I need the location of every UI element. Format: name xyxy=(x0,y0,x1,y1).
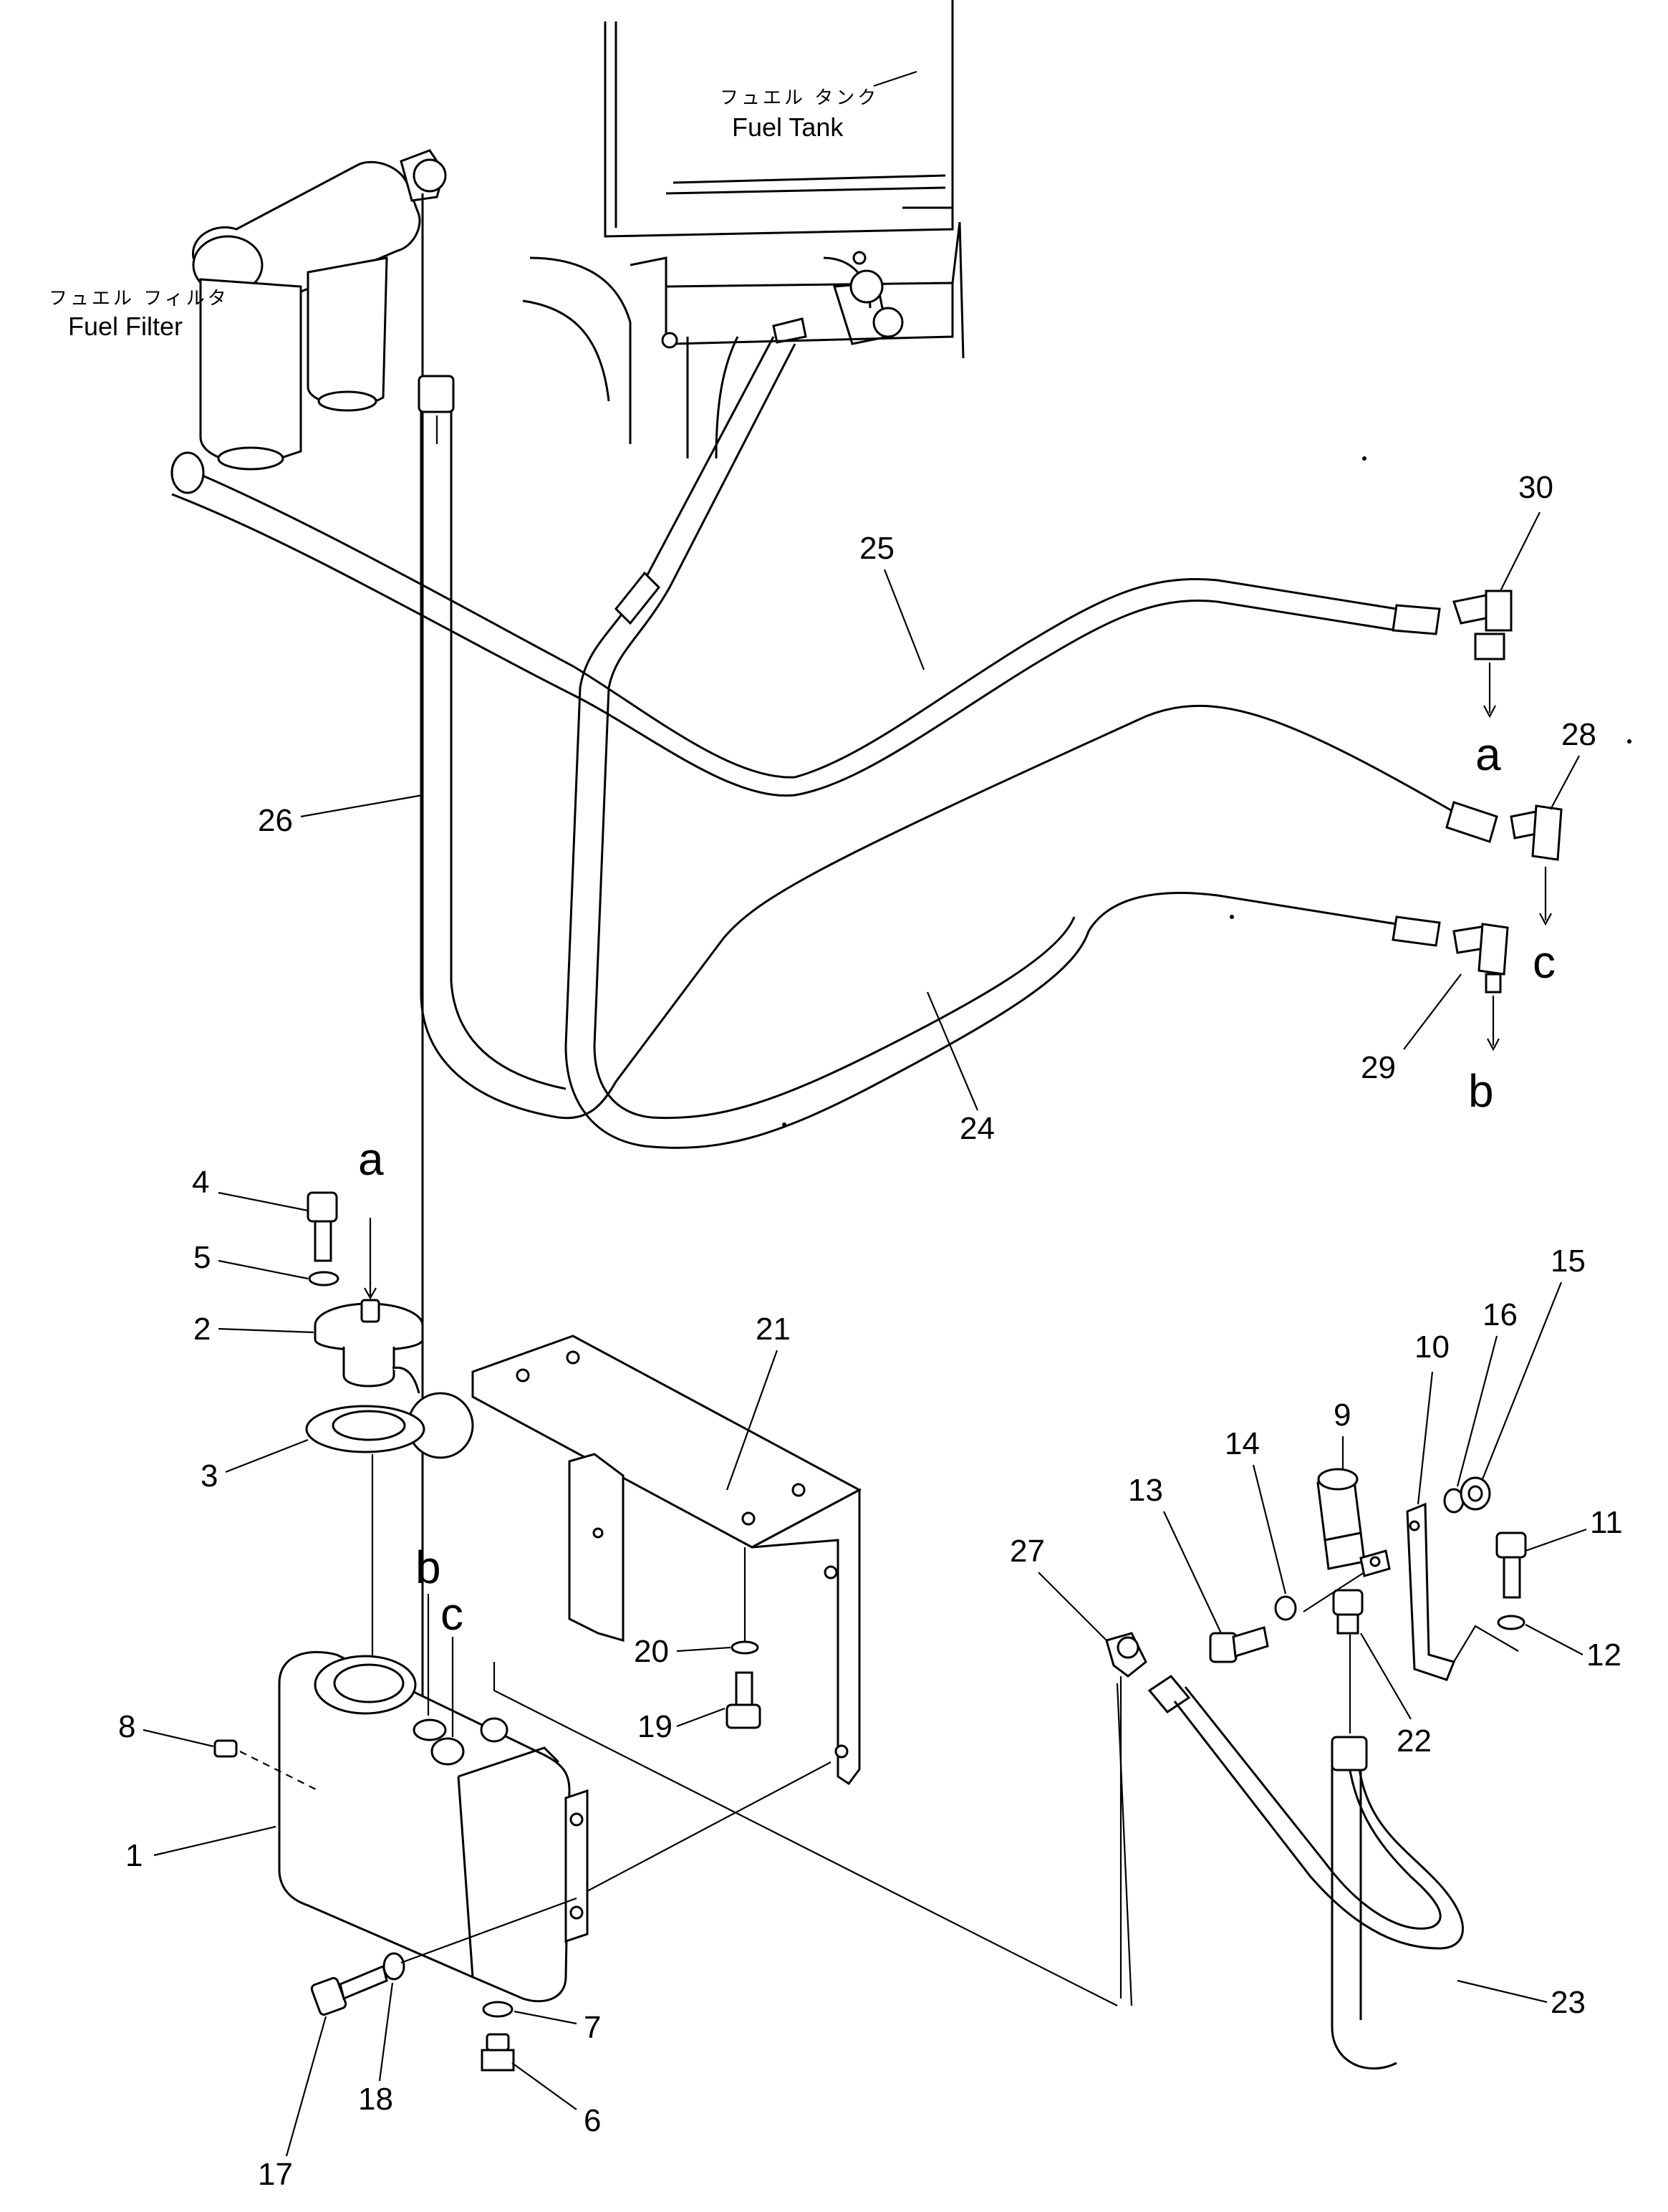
part-label-5: 5 xyxy=(193,1240,211,1275)
washer-5 xyxy=(308,1271,339,1287)
part-label-20: 20 xyxy=(634,1634,669,1669)
elbow-27 xyxy=(1105,1632,1147,1678)
drain-plug-6 xyxy=(481,2033,515,2072)
bolt-11 xyxy=(1495,1531,1527,1599)
fuel-tank-label-en: Fuel Tank xyxy=(732,112,844,142)
bracket-10 xyxy=(1406,1502,1456,1681)
part-label-2: 2 xyxy=(193,1312,211,1347)
part-label-9: 9 xyxy=(1334,1398,1351,1433)
connection-c-top: c xyxy=(1533,936,1556,988)
part-label-23: 23 xyxy=(1551,1985,1586,2020)
plug-8 xyxy=(213,1739,238,1758)
hose-23 xyxy=(1147,1675,1464,2070)
part-label-21: 21 xyxy=(756,1312,791,1347)
bolt-17 xyxy=(310,1964,388,2016)
connection-a-bottom: a xyxy=(358,1133,384,1185)
part-label-19: 19 xyxy=(637,1709,672,1744)
part-label-28: 28 xyxy=(1561,717,1596,752)
part-label-14: 14 xyxy=(1225,1426,1260,1461)
part-label-12: 12 xyxy=(1586,1638,1621,1673)
bolt-13 xyxy=(1209,1626,1269,1663)
part-label-30: 30 xyxy=(1518,470,1553,505)
elbow-28 xyxy=(1510,804,1563,861)
part-label-7: 7 xyxy=(584,2010,601,2045)
o-ring-7 xyxy=(482,2001,514,2018)
elbow-29 xyxy=(1452,923,1509,994)
fuel-filter-label-jp: フュエル フィルタ xyxy=(49,288,229,309)
hose-25 xyxy=(178,464,1397,779)
hose-26-fitting xyxy=(418,375,455,413)
elbow-30 xyxy=(1452,590,1513,660)
float-sender-2 xyxy=(314,1299,474,1459)
part-label-29: 29 xyxy=(1361,1050,1396,1085)
washer-14 xyxy=(1274,1595,1297,1621)
part-label-13: 13 xyxy=(1128,1473,1163,1508)
part-label-15: 15 xyxy=(1551,1244,1586,1279)
part-label-8: 8 xyxy=(118,1709,135,1744)
fuel-filter-label-en: Fuel Filter xyxy=(68,312,183,341)
part-label-11: 11 xyxy=(1590,1505,1623,1540)
part-label-3: 3 xyxy=(201,1458,218,1494)
fuel-tank-outline xyxy=(522,0,965,459)
connection-b-bottom: b xyxy=(415,1542,441,1593)
connection-c-bottom: c xyxy=(440,1588,463,1640)
bracket-21 xyxy=(471,1335,862,1786)
bolt-19 xyxy=(725,1671,761,1729)
fuel-filter xyxy=(192,149,447,471)
part-label-25: 25 xyxy=(859,531,895,566)
part-labels: 1 2 3 4 5 6 7 8 9 10 11 12 13 xyxy=(118,470,1623,2192)
part-label-1: 1 xyxy=(125,1838,143,1873)
sensor-9 xyxy=(1316,1468,1391,1577)
hose-28-end-fitting xyxy=(1445,801,1498,843)
sub-tank-1 xyxy=(278,1650,589,2003)
part-label-22: 22 xyxy=(1397,1723,1432,1759)
part-label-16: 16 xyxy=(1483,1297,1518,1332)
fuel-tank-leader xyxy=(873,70,917,87)
fuel-tank-label-jp: フュエル タンク xyxy=(720,87,879,109)
connection-b-top: b xyxy=(1468,1065,1494,1117)
washer-20 xyxy=(731,1640,759,1655)
bolt-4 xyxy=(307,1191,338,1262)
part-label-4: 4 xyxy=(192,1165,209,1200)
washer-18 xyxy=(382,1952,405,1981)
part-label-18: 18 xyxy=(358,2082,393,2117)
washer-12 xyxy=(1497,1615,1525,1630)
hose-25-end-fitting xyxy=(170,451,205,494)
part-label-26: 26 xyxy=(258,803,293,838)
hose-24-upper-fitting xyxy=(614,571,661,625)
part-label-24: 24 xyxy=(960,1111,995,1146)
nut-15 xyxy=(1460,1476,1491,1511)
gasket-3 xyxy=(305,1405,425,1453)
part-label-27: 27 xyxy=(1010,1534,1045,1569)
connection-a-top: a xyxy=(1475,728,1501,780)
hose-24 xyxy=(564,336,1397,1149)
part-label-17: 17 xyxy=(258,2157,293,2192)
part-label-6: 6 xyxy=(584,2103,601,2138)
part-label-10: 10 xyxy=(1414,1329,1450,1365)
connector-22 xyxy=(1332,1589,1364,1635)
